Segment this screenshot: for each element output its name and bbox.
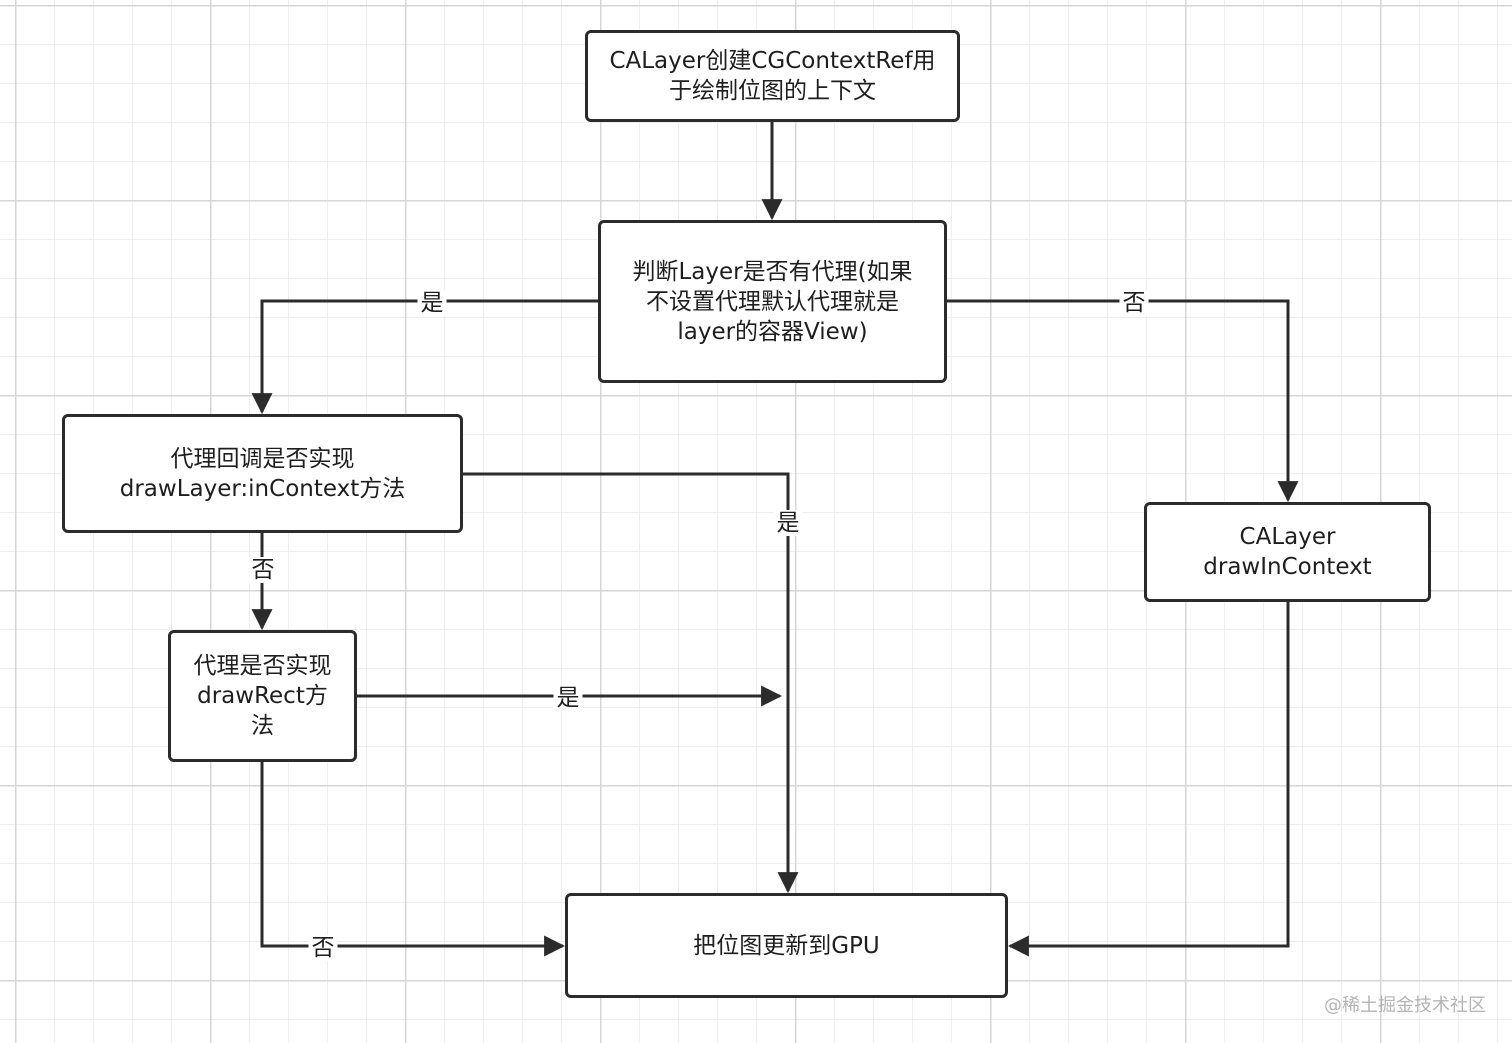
edge-label-drawrect-no: 否: [308, 935, 338, 961]
edge-label-check-no: 否: [1119, 290, 1149, 316]
node-check-delegate: 判断Layer是否有代理(如果 不设置代理默认代理就是 layer的容器View…: [598, 220, 947, 383]
node-delegate-draw-rect: 代理是否实现 drawRect方 法: [168, 630, 357, 762]
edge-check-to-calayer-no: [946, 299, 1299, 503]
watermark: @稀土掘金技术社区: [1324, 995, 1486, 1016]
node-create-context: CALayer创建CGContextRef用 于绘制位图的上下文: [585, 30, 960, 122]
node-calayer-draw-in-context: CALayer drawInContext: [1144, 502, 1431, 602]
edge-label-drawrect-yes: 是: [553, 685, 583, 711]
edge-drawrect-to-gpu-no: [260, 762, 566, 957]
edge-label-drawlayer-no: 否: [248, 557, 278, 583]
edge-drawlayer-to-gpu-yes: [463, 472, 799, 894]
node-delegate-draw-layer: 代理回调是否实现 drawLayer:inContext方法: [62, 414, 463, 533]
edge-check-to-delegate-yes: [251, 299, 599, 415]
edge-label-drawlayer-yes: 是: [773, 510, 803, 536]
node-update-gpu: 把位图更新到GPU: [565, 893, 1008, 998]
edge-label-check-yes: 是: [417, 290, 447, 316]
edge-calayer-to-gpu: [1007, 602, 1290, 957]
